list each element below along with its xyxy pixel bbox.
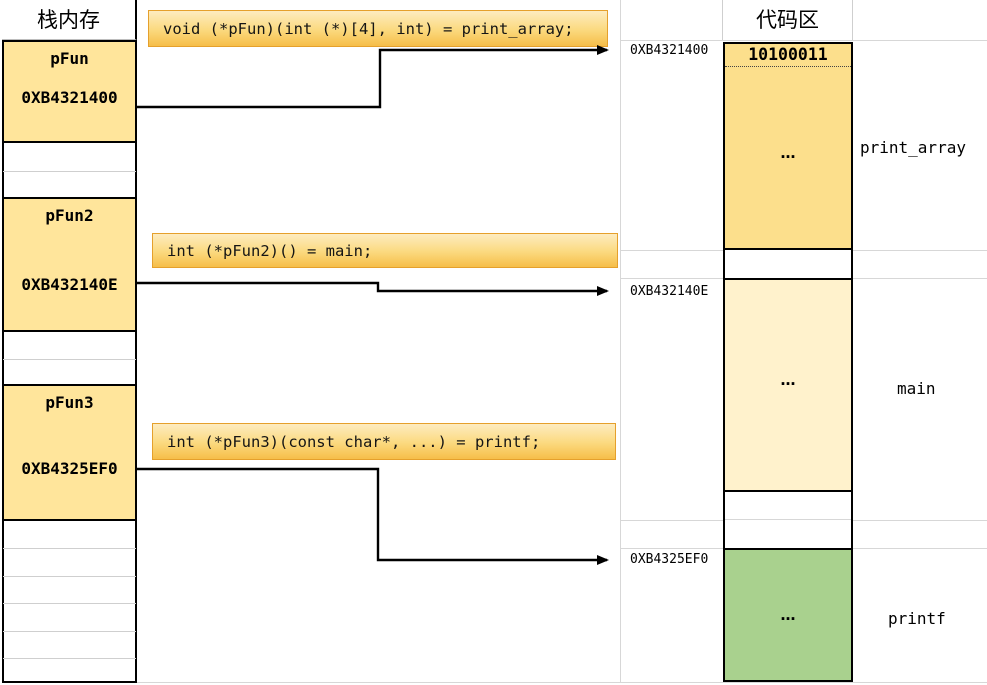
pointer-name: pFun3 [45,393,94,412]
pointer-value: 0XB432140E [21,275,118,294]
statement-pfun2-declaration: int (*pFun2)() = main; [152,233,618,268]
gridline-bottom [137,682,987,683]
machine-code-bits: 10100011 [725,44,851,67]
address-label-printf: 0XB4325EF0 [630,552,709,567]
stack-row-separator [3,576,136,577]
stack-cell-pfun2: pFun2 0XB432140E [2,197,137,332]
stack-row-separator [3,631,136,632]
function-label-print-array: print_array [860,138,966,157]
stack-row-separator [3,359,136,360]
gridline-vertical [620,0,621,682]
stack-row-separator [3,548,136,549]
code-block-main: … [723,278,853,492]
code-block-printf: … [723,548,853,682]
pointer-name: pFun2 [45,206,94,225]
arrow-pfun2-to-main [137,281,609,296]
arrow-pfun-to-print-array [137,45,609,109]
code-area-gap [723,492,853,548]
stack-memory-header: 栈内存 [2,0,137,40]
code-area-gap [723,250,853,278]
stack-row-separator [3,658,136,659]
gridline-header-bottom [620,40,987,41]
gridline-row [725,519,851,520]
stack-cell-pfun: pFun 0XB4321400 [2,40,137,143]
code-area-header: 代码区 [722,0,853,40]
code-block-print-array: 10100011 … [723,42,853,250]
address-label-main: 0XB432140E [630,284,709,299]
address-label-print-array: 0XB4321400 [630,43,709,58]
pointer-name: pFun [50,49,89,68]
function-label-main: main [897,379,936,398]
stack-row-separator [3,603,136,604]
ellipsis: … [780,371,796,389]
stack-row-separator [3,171,136,172]
stack-cell-pfun3: pFun3 0XB4325EF0 [2,384,137,521]
ellipsis: … [780,144,796,162]
stack-column [2,40,137,683]
pointer-value: 0XB4325EF0 [21,459,118,478]
statement-pfun-declaration: void (*pFun)(int (*)[4], int) = print_ar… [148,10,608,47]
statement-pfun3-declaration: int (*pFun3)(const char*, ...) = printf; [152,423,616,460]
arrow-pfun3-to-printf [137,467,609,565]
ellipsis: … [780,606,796,624]
pointer-value: 0XB4321400 [21,88,118,107]
function-label-printf: printf [888,609,946,628]
